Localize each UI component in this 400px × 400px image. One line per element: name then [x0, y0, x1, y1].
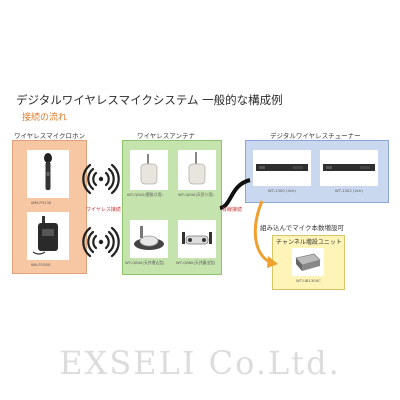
mic-card-bodypack — [27, 212, 69, 260]
ceiling-embedded-antenna-icon — [134, 226, 164, 250]
cable-link-label: 有線接続 — [222, 207, 243, 213]
wall-antenna-icon — [140, 154, 158, 185]
tuner-model-1: WT-1300 (4ch) — [268, 188, 296, 193]
wireless-link-label: ワイヤレス接続 — [86, 207, 121, 213]
antenna-model-2: WT-Q830(天吊り用) — [178, 192, 214, 197]
tuner-model-2: WT-1302 (2ch) — [335, 188, 363, 193]
antenna-model-3: WT-Q840(天井埋込型) — [125, 260, 165, 265]
antenna-card-1 — [130, 150, 168, 190]
mic-model-1: WM-P3130 — [31, 200, 52, 205]
section-label-mic: ワイヤレスマイクロホン — [14, 132, 85, 140]
expansion-unit-card — [292, 248, 324, 276]
tuner-rack-icon — [256, 164, 308, 171]
expansion-unit-model: WT-UB1300C — [296, 278, 321, 283]
flow-subtitle: 接続の流れ — [22, 113, 68, 123]
expansion-note: 組み込んでマイク本数増設可 — [260, 224, 345, 232]
watermark: EXSELI Co.Ltd. — [59, 344, 341, 382]
antenna-card-2 — [178, 150, 216, 190]
tuner-card-2 — [320, 150, 378, 186]
wireless-wave-icon-top — [82, 163, 120, 195]
antenna-card-4 — [178, 220, 216, 258]
section-label-tuner: デジタルワイヤレスチューナー — [270, 132, 361, 140]
antenna-model-1: WT-Q820(壁掛け用) — [127, 192, 163, 197]
tuner-card-1 — [253, 150, 311, 186]
mic-card-handheld — [27, 150, 69, 198]
antenna-card-3 — [130, 220, 168, 258]
tuner-rack-icon-2 — [323, 164, 375, 171]
ceiling-exposed-antenna-icon — [182, 232, 212, 245]
ceiling-hang-antenna-icon — [188, 152, 206, 185]
wireless-wave-icon-bottom — [82, 226, 120, 258]
expansion-unit-icon — [295, 253, 321, 271]
handheld-mic-icon — [44, 153, 52, 190]
antenna-model-4: WT-Q860(天井露出型) — [176, 260, 216, 265]
expansion-unit-title: チャンネル増設ユニット — [276, 239, 342, 246]
mic-model-2: WA-P1300 — [31, 262, 51, 267]
diagram-title: デジタルワイヤレスマイクシステム 一般的な構成例 — [16, 93, 283, 107]
section-label-antenna: ワイヤレスアンテナ — [137, 132, 196, 140]
bodypack-transmitter-icon — [32, 216, 58, 255]
